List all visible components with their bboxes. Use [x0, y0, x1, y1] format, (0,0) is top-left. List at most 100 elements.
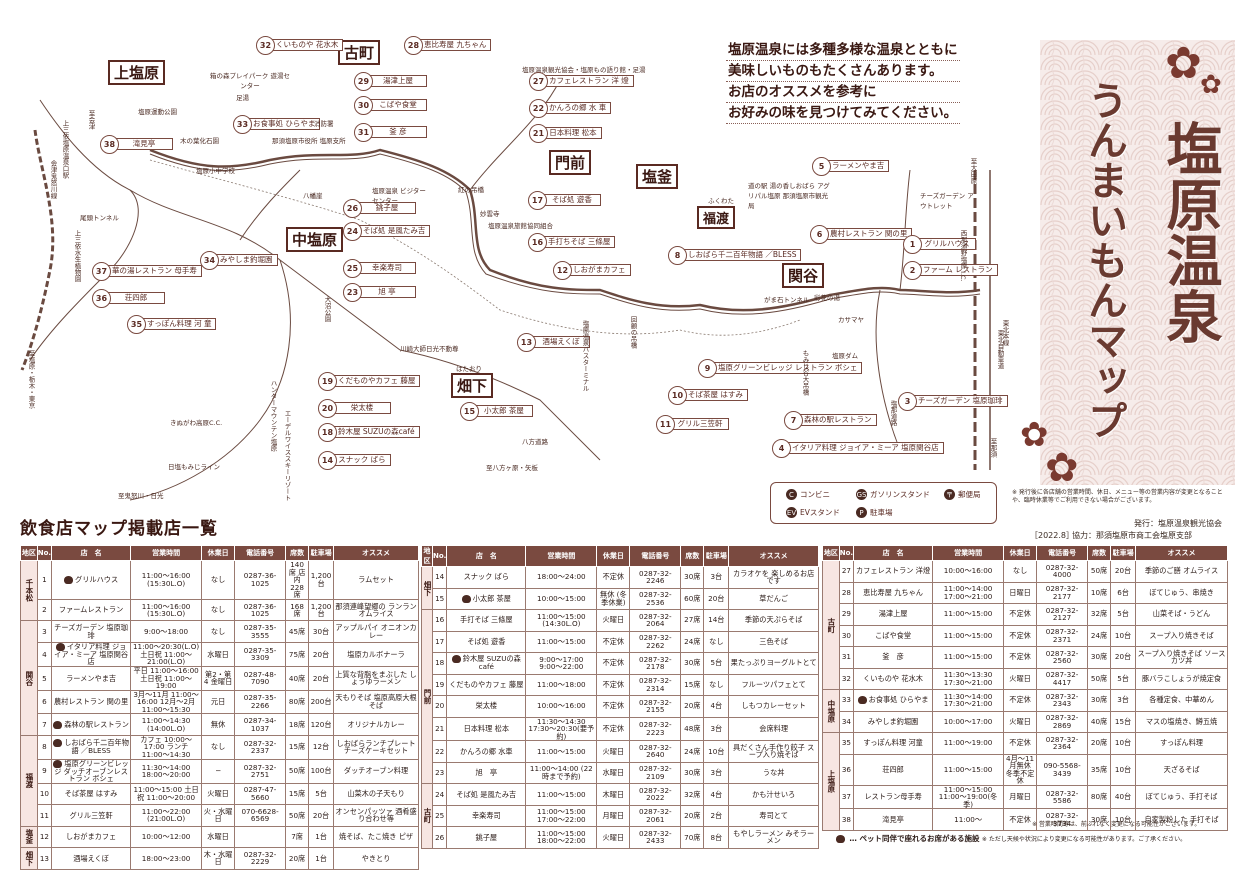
closed-day-cell: 水曜日	[201, 825, 236, 849]
place-label: チーズガーデン アウトレット	[920, 192, 974, 210]
hours-note: ※ 営業時間等は、前ぶれなく変更になる可能性がございます。	[1032, 821, 1201, 828]
place-label: 日塩もみじライン	[168, 463, 220, 471]
recommendation-cell: 寿司とて	[728, 804, 819, 828]
recommendation-cell: ラムセット	[333, 560, 419, 600]
recommendation-cell: 三色そば	[728, 630, 819, 653]
hours-cell: 9:00〜17:00 9:00〜22:00	[525, 652, 598, 675]
recommendation-cell: 山菜そば・うどん	[1135, 603, 1228, 626]
shop-number-cell: 35	[838, 732, 855, 755]
area-label-hatashita: 畑下	[451, 373, 494, 398]
parking-cell: 1,200台	[308, 598, 335, 622]
hours-cell: 10:00〜16:00	[525, 695, 598, 718]
recommendation-cell: 豚バラこしょうが焼定食	[1135, 667, 1228, 690]
closed-day-cell: 木曜日	[596, 783, 631, 806]
phone-cell: 0287-32-2127	[1036, 603, 1089, 626]
hours-cell: 11:00〜	[932, 808, 1005, 831]
shop-name-cell: レストラン母手寿	[853, 784, 934, 810]
phone-cell: 0287-32-2337	[234, 734, 287, 760]
shop-name-cell: くだものやカフェ 藤屋	[446, 673, 527, 696]
seats-cell: 20席	[285, 847, 310, 870]
closed-day-cell: −	[201, 758, 236, 784]
hours-cell: 11:00〜15:00 (14:30L.O)	[525, 609, 598, 632]
area-cell: 塩釜	[20, 825, 38, 849]
closed-day-cell: 不定休	[1003, 624, 1038, 647]
phone-cell: 0287-32-2061	[629, 804, 682, 828]
seats-cell: 7席	[285, 825, 310, 849]
shop-name-cell: くいものや 花水木	[853, 667, 934, 690]
seats-cell: 30席	[1087, 646, 1112, 669]
area-cell: 門前	[421, 608, 433, 785]
closed-day-cell: 不定休	[596, 652, 631, 675]
column-header: 営業時間	[525, 545, 598, 567]
place-label: 塩原温泉観光協会・塩原もの語り館・足湯	[522, 66, 646, 74]
place-label: 消防署	[314, 120, 334, 128]
place-label: 会津鬼怒川線	[49, 160, 57, 199]
place-label: 塩原小中学校	[196, 167, 235, 175]
shop-number-cell: 9	[36, 758, 53, 784]
ev-station-icon: EV	[786, 507, 797, 518]
shop-name-cell: そば処 遊香	[446, 630, 527, 653]
seats-cell: 30席	[680, 761, 705, 785]
column-header: 地区	[421, 545, 433, 567]
shop-number-cell: 34	[838, 710, 855, 733]
closed-day-cell: 火曜日	[596, 826, 631, 849]
closed-day-cell: 不定休	[1003, 732, 1038, 755]
shop-name-cell: 滝見亭	[853, 808, 934, 831]
parking-cell: 1台	[308, 847, 335, 870]
area-cell: 福渡	[20, 734, 38, 827]
seats-cell: 48席	[680, 716, 705, 742]
shop-number-cell: 30	[838, 624, 855, 647]
hours-cell: 11:00〜20:30(L.O) 土日祝 11:00〜21:00(L.O)	[130, 641, 203, 667]
parking-cell: 20台	[1110, 560, 1137, 583]
place-label: 道の駅 湯の香しおばら アグリパル塩原 那須塩原市観光局	[748, 182, 830, 210]
column-header: 席数	[680, 545, 705, 567]
hours-cell: 11:30〜14:00 17:30〜21:00	[932, 689, 1005, 712]
